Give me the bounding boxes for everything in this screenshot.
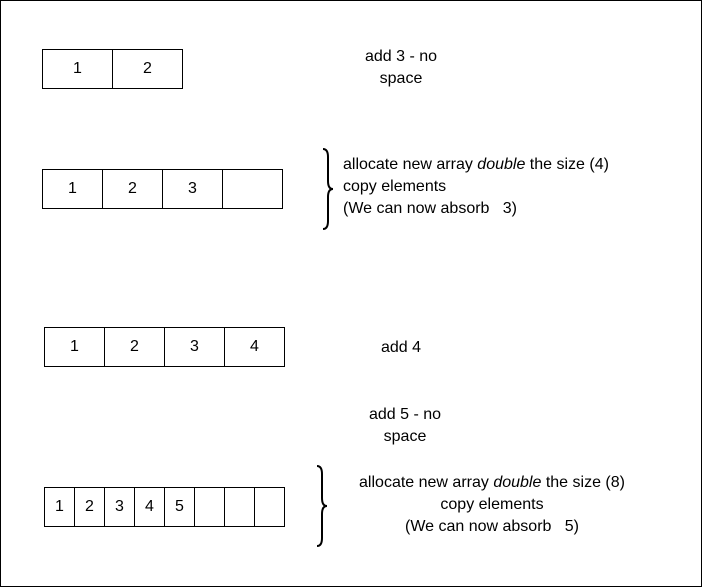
note-line: copy elements [440,496,544,513]
array-cell: 4 [134,487,165,527]
note-add-4: add 4 [380,339,422,356]
array-cell [224,487,255,527]
array-cell: 2 [104,327,165,367]
array-cell: 2 [112,49,183,89]
array-cell: 3 [162,169,223,209]
note-allocate-8: allocate new array double the size (8) c… [333,472,651,538]
note-line: add 5 - no [368,406,442,423]
array-cell: 3 [104,487,135,527]
note-line: (We can now absorb 3) [343,200,518,217]
note-allocate-4: allocate new array double the size (4) c… [343,154,609,220]
array-cell: 1 [44,327,105,367]
array-cell: 2 [102,169,163,209]
note-line: add 3 - no [364,48,438,65]
array-cell: 3 [164,327,225,367]
array-cell [254,487,285,527]
array-cell: 1 [42,49,113,89]
array-size-2: 1 2 [42,49,183,89]
note-line: allocate new array double the size (8) [359,474,625,491]
array-cell: 4 [224,327,285,367]
note-add-3: add 3 - no space [341,46,461,90]
note-line: space [379,70,423,87]
note-line: space [383,428,427,445]
note-line: copy elements [343,178,447,195]
note-line: allocate new array double the size (4) [343,156,609,173]
note-add-5: add 5 - no space [345,404,465,448]
array-cell: 1 [42,169,103,209]
curly-brace-icon [322,148,334,230]
array-cell [222,169,283,209]
array-cell: 5 [164,487,195,527]
note-line: (We can now absorb 5) [404,518,579,535]
curly-brace-icon [316,465,328,547]
array-cell [194,487,225,527]
array-size-4-full: 1 2 3 4 [44,327,285,367]
array-size-4-copy: 1 2 3 [42,169,283,209]
array-cell: 2 [74,487,105,527]
array-size-8: 1 2 3 4 5 [44,487,285,527]
array-cell: 1 [44,487,75,527]
